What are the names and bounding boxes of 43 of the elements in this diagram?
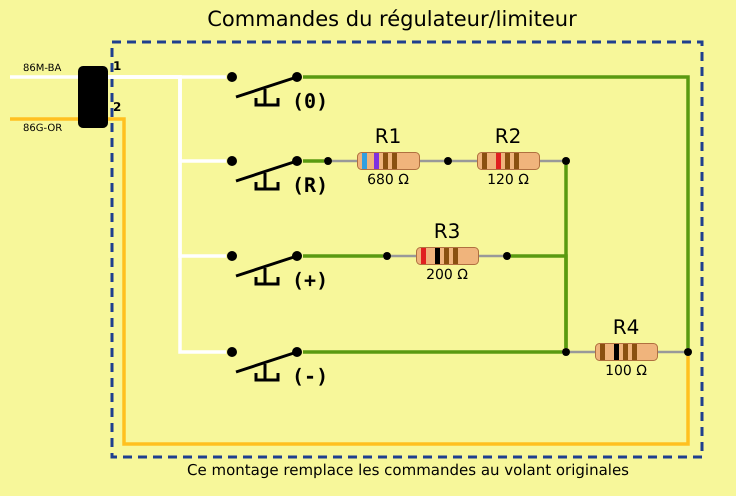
wire: [303, 254, 383, 258]
wire: [420, 160, 444, 162]
wire: [570, 350, 595, 354]
junction-dot: [562, 157, 570, 165]
part-label: R3: [434, 220, 460, 242]
switch-label: (-): [292, 365, 328, 387]
wire: [303, 350, 562, 354]
junction-dot: [444, 157, 452, 165]
pin-number: 1: [113, 60, 122, 74]
wire: [303, 159, 324, 163]
junction-dot: [324, 157, 332, 165]
wire-label: 86G-OR: [22, 123, 64, 134]
value-label: 680 Ω: [367, 173, 409, 188]
value-label: 200 Ω: [426, 268, 468, 284]
connector-block: [78, 66, 108, 128]
caption: Ce montage remplace les commandes au volant originales: [187, 462, 629, 478]
junction-dot: [503, 252, 511, 260]
wire: [332, 160, 357, 162]
part-label: R2: [494, 125, 522, 147]
part-label: R1: [374, 125, 402, 147]
part-label: R4: [612, 316, 640, 338]
wire: [391, 254, 416, 258]
wire: [303, 75, 690, 348]
value-label: 120 Ω: [487, 173, 529, 188]
switch-label: (+): [292, 269, 328, 291]
pin-number: 2: [113, 101, 122, 114]
wire: [479, 254, 503, 258]
junction-dot: [684, 348, 692, 356]
wire: [658, 350, 684, 354]
wire: [108, 117, 690, 446]
junction-dot: [383, 252, 391, 260]
value-label: 100 Ω: [605, 364, 647, 380]
switch-label: (R): [292, 174, 328, 196]
wire-label: 86M-BA: [22, 63, 62, 74]
wire: [511, 254, 568, 348]
title: Commandes du régulateur/limiteur: [207, 8, 577, 32]
junction-dot: [562, 348, 570, 356]
wire: [108, 75, 226, 354]
switch-label: (0): [292, 90, 328, 112]
wire: [10, 75, 78, 79]
wire: [540, 160, 562, 162]
wire: [10, 117, 78, 121]
wire: [452, 160, 477, 162]
